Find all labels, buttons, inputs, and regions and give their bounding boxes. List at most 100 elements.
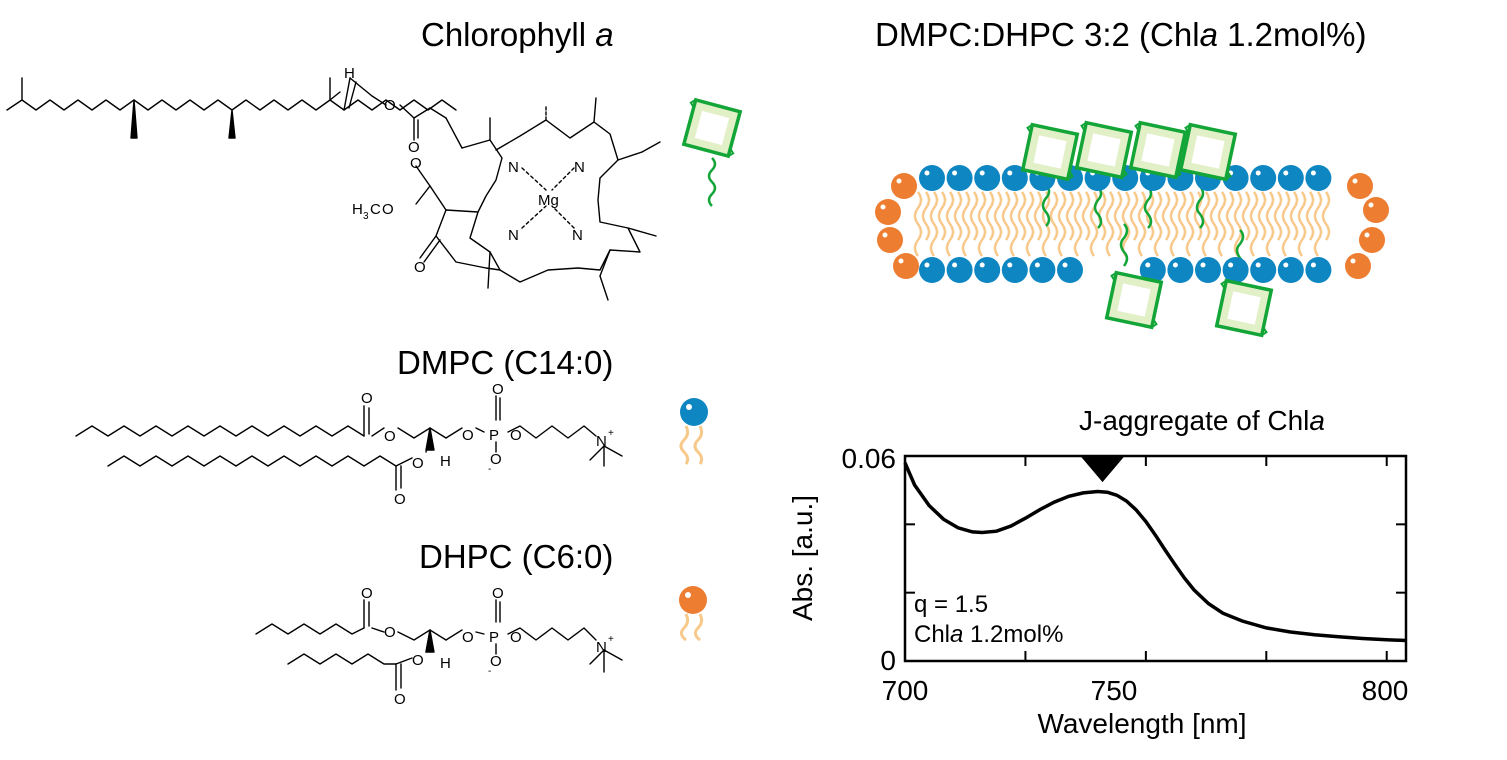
lipid-tail: [985, 191, 995, 241]
dhpc-title: DHPC (C6:0): [419, 538, 614, 575]
peak-arrow-marker: [1080, 456, 1125, 483]
lipid-tail: [1033, 191, 1043, 241]
dhpc-head-highlight: [882, 232, 888, 238]
atom-n-1: N: [508, 159, 519, 176]
porphyrin-ring: [461, 119, 641, 283]
lipid-tail: [1137, 239, 1144, 257]
chlorophyll-title-text: Chlorophyll: [421, 16, 596, 53]
lipid-tail: [1169, 191, 1179, 241]
lipid-tail: [1249, 191, 1259, 241]
x-tick-label-700: 700: [882, 675, 929, 706]
dhpc-head-highlight: [1350, 258, 1356, 264]
dmpc-plus: +: [608, 428, 614, 439]
lipid-tail: [1153, 239, 1160, 257]
dmpc-h: H: [440, 453, 451, 470]
lipid-tail: [1265, 239, 1272, 257]
dhpc-o-1: O: [361, 585, 373, 602]
lipid-tail: [1281, 239, 1288, 257]
dmpc-head-highlight: [924, 170, 930, 176]
lipid-tail: [977, 239, 984, 257]
lipid-tail: [929, 239, 936, 257]
lipid-tail: [1121, 191, 1131, 241]
x-tick-label-800: 800: [1362, 675, 1409, 706]
lipid-tail: [1041, 239, 1048, 257]
lipid-tail: [1001, 191, 1011, 241]
dmpc-head-highlight: [979, 262, 985, 268]
lipid-tail: [953, 191, 963, 241]
bicelle-title-suffix: 1.2mol%): [1217, 16, 1367, 53]
methyl-wedge-2: [228, 109, 236, 139]
chl-tail: [1041, 183, 1051, 227]
dmpc-minus: -: [488, 464, 491, 475]
y-tick-label-max: 0.06: [842, 443, 897, 474]
dmpc-structure: [75, 395, 623, 491]
lipid-tail: [993, 239, 1000, 257]
lipid-tail: [1257, 191, 1267, 241]
dhpc-o-8: O: [510, 629, 522, 646]
atom-n-4: N: [572, 227, 583, 244]
dhpc-o-6: O: [492, 585, 504, 602]
dmpc-head-highlight: [1007, 170, 1013, 176]
lipid-tail: [1025, 239, 1032, 257]
dhpc-plus: +: [608, 634, 614, 645]
dmpc-p: P: [489, 427, 499, 444]
lipid-tail: [1105, 239, 1112, 257]
x-axis-label: Wavelength [nm]: [1037, 708, 1246, 739]
annotation-q: q = 1.5: [914, 591, 988, 618]
atom-h3c-sub: 3: [363, 211, 369, 222]
lipid-tail: [961, 191, 971, 241]
dmpc-head-highlight: [1228, 262, 1234, 268]
dhpc-o-2: O: [384, 624, 396, 641]
lipid-tail: [921, 191, 931, 241]
dmpc-head-highlight: [1283, 170, 1289, 176]
lipid-tail: [1185, 239, 1192, 257]
dhpc-o-3: O: [412, 652, 424, 669]
lipid-tail: [937, 191, 947, 241]
lipid-tail: [1185, 191, 1195, 241]
dmpc-head-highlight: [1255, 170, 1261, 176]
lipid-tail: [913, 191, 923, 241]
dhpc-head-highlight: [880, 204, 886, 210]
y-axis-label: Abs. [a.u.]: [787, 495, 818, 621]
lipid-tail: [1273, 191, 1283, 241]
atom-o-carbonyl: O: [408, 139, 420, 156]
lipid-tail: [1321, 191, 1331, 241]
lipid-tail: [1249, 239, 1256, 257]
chl-tail: [1143, 185, 1153, 229]
lipid-tail: [1145, 191, 1155, 241]
dhpc-p: P: [489, 629, 499, 646]
lipid-tail: [1297, 191, 1307, 241]
lipid-tail: [1281, 191, 1291, 241]
lipid-tail: [929, 191, 939, 241]
methyl-wedge-1: [130, 99, 138, 139]
lipid-tail: [1089, 239, 1096, 257]
lipid-tail: [1081, 191, 1091, 241]
atom-h-top: H: [344, 65, 355, 82]
chlorophyll-structure: [6, 77, 661, 301]
dmpc-n: N: [596, 433, 607, 450]
lipid-tail: [1161, 191, 1171, 241]
lipid-tail: [1153, 191, 1163, 241]
lipid-tail: [977, 191, 987, 241]
dhpc-head-highlight: [1368, 202, 1374, 208]
dhpc-n: N: [596, 639, 607, 656]
bicelle-title: DMPC:DHPC 3:2 (Chla 1.2mol%): [875, 18, 1366, 51]
atom-n-2: N: [574, 159, 585, 176]
lipid-tail: [1073, 191, 1083, 241]
dmpc-o-7: O: [490, 451, 502, 468]
bicelle-title-italic: a: [1199, 16, 1218, 53]
dhpc-h: H: [440, 655, 451, 672]
dmpc-head-highlight: [952, 262, 958, 268]
dmpc-head-highlight: [1283, 262, 1289, 268]
lipid-tail: [1201, 191, 1211, 241]
dmpc-head-highlight: [1200, 262, 1206, 268]
chart-plot-frame: [903, 454, 1408, 663]
dhpc-head-highlight: [896, 178, 902, 184]
bicelle-diagram: [875, 120, 1389, 338]
lipid-tail: [1025, 191, 1035, 241]
lipid-tail: [1017, 191, 1027, 241]
lipid-tail: [1065, 191, 1075, 241]
dhpc-o-4: O: [394, 691, 406, 708]
lipid-tail: [1129, 191, 1139, 241]
